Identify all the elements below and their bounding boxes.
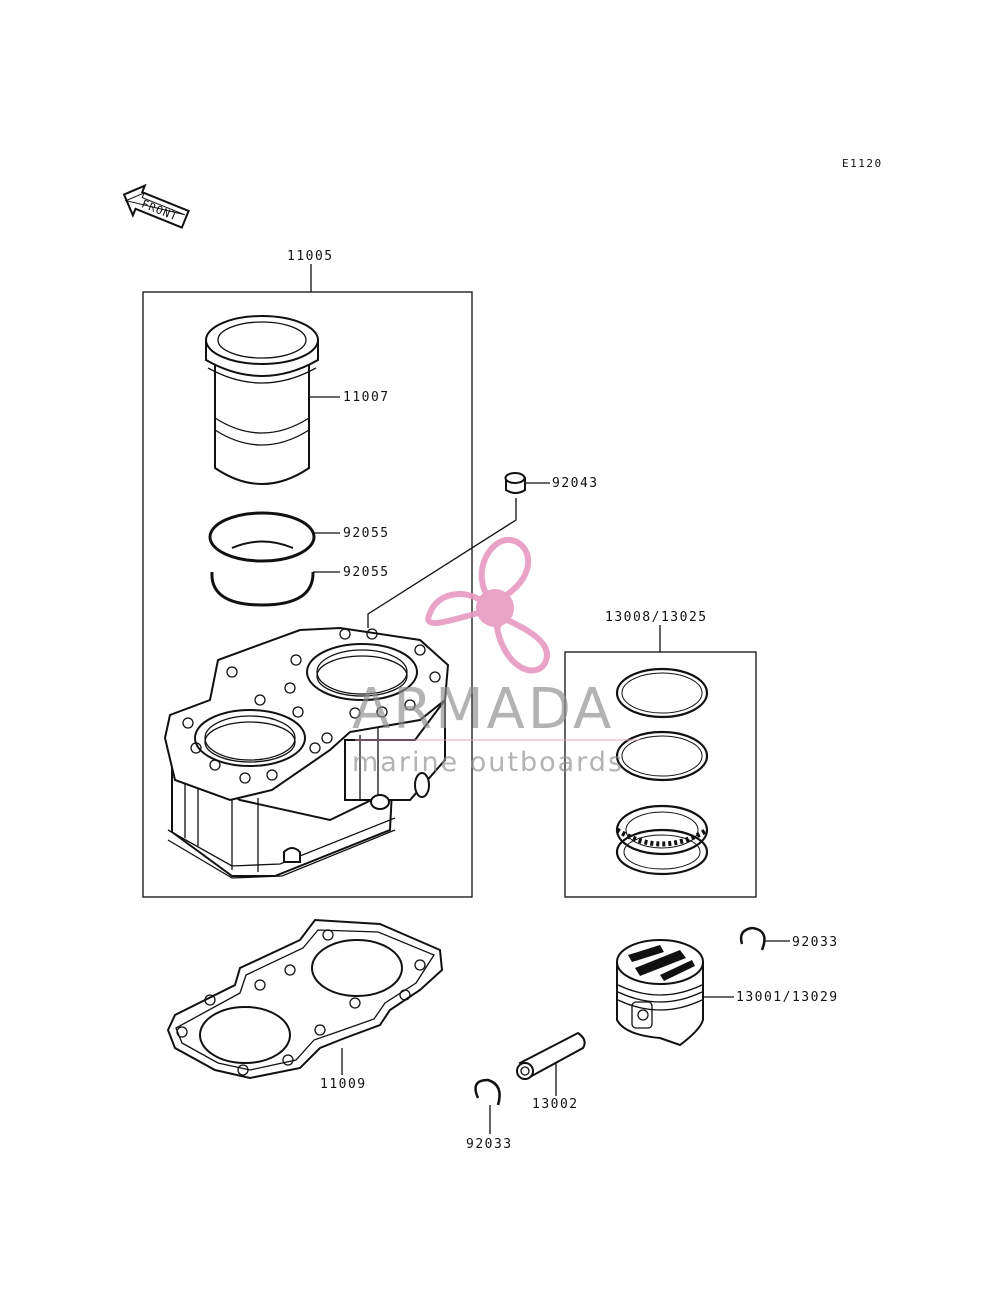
diagram-code: E1120 <box>842 157 883 170</box>
cylinder-liner <box>205 315 319 485</box>
label-13008-13025[interactable]: 13008/13025 <box>605 610 708 625</box>
propeller-logo-icon <box>425 537 550 674</box>
label-92033-left[interactable]: 92033 <box>466 1137 513 1152</box>
o-ring-upper <box>208 511 316 563</box>
label-13001-13029[interactable]: 13001/13029 <box>736 990 839 1005</box>
label-92043[interactable]: 92043 <box>552 476 599 491</box>
cylinder-block <box>163 626 450 879</box>
piston-ring-top <box>615 667 709 719</box>
label-11007[interactable]: 11007 <box>343 390 390 405</box>
piston <box>616 939 704 1047</box>
label-92055-lower[interactable]: 92055 <box>343 565 390 580</box>
circlip-left <box>474 1078 501 1106</box>
label-92033-right[interactable]: 92033 <box>792 935 839 950</box>
label-11005[interactable]: 11005 <box>287 249 334 264</box>
oil-ring <box>615 804 709 876</box>
cylinder-head-gasket <box>166 918 444 1080</box>
o-ring-lower <box>210 571 315 607</box>
circlip-right <box>739 926 766 951</box>
label-13002[interactable]: 13002 <box>532 1097 579 1112</box>
watermark: ARMADA marine outboards <box>352 537 640 778</box>
piston-ring-second <box>615 730 709 782</box>
watermark-brand: ARMADA <box>352 677 614 742</box>
watermark-tagline: marine outboards <box>352 747 624 778</box>
dowel-pin <box>504 472 526 494</box>
front-arrow-icon: FRONT <box>122 183 190 229</box>
piston-pin <box>516 1031 586 1080</box>
label-11009[interactable]: 11009 <box>320 1077 367 1092</box>
label-92055-upper[interactable]: 92055 <box>343 526 390 541</box>
